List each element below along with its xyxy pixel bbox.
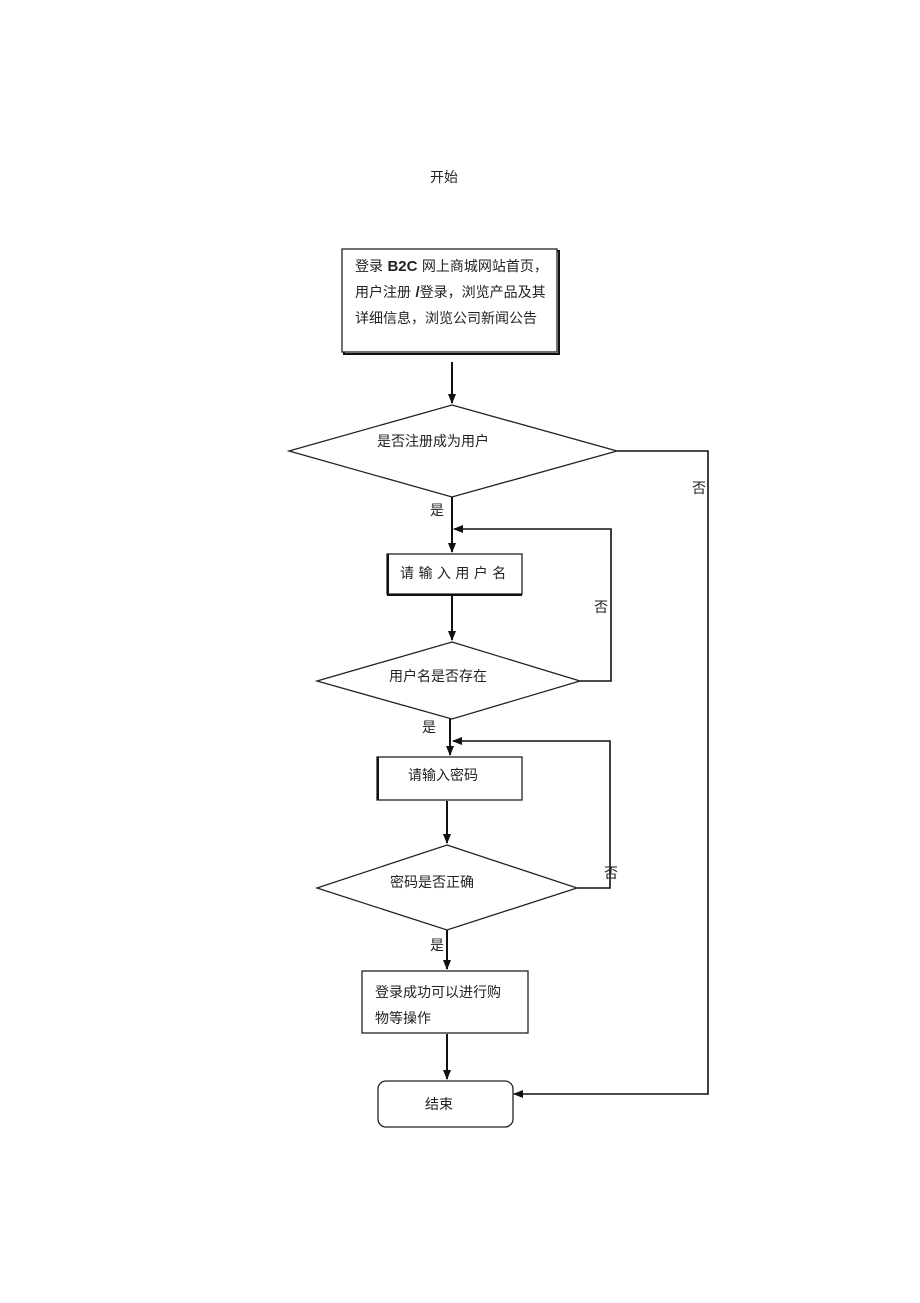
decision-username-diamond xyxy=(314,641,583,720)
username-label: 请 输 入 用 户 名 xyxy=(400,566,507,582)
end-terminal xyxy=(377,1080,514,1128)
edge-username-no-loop xyxy=(453,525,612,682)
password-label: 请输入密码 xyxy=(408,768,478,784)
homepage-text-b2c: B2C xyxy=(387,258,418,275)
end-label: 结束 xyxy=(425,1097,453,1113)
login-success-box xyxy=(361,970,529,1034)
edge-username-no-label: 否 xyxy=(594,600,608,616)
edge-registered-yes-label: 是 xyxy=(430,503,444,519)
edge-password-no-loop xyxy=(452,737,611,889)
start-label: 开始 xyxy=(430,170,458,186)
edge-registered-no-to-end xyxy=(513,450,709,1098)
homepage-text-part: 登录 xyxy=(355,259,388,275)
homepage-text: 登录 B2C 网上商城网站首页，用户注册 /登录，浏览产品及其详细信息，浏览公司… xyxy=(355,254,550,332)
edge-username-yes-label: 是 xyxy=(422,720,436,736)
decision-password-label: 密码是否正确 xyxy=(390,875,474,891)
homepage-text-part: 网上商城网站首页，用户注册 xyxy=(355,259,548,301)
decision-registered-label: 是否注册成为用户 xyxy=(377,434,489,450)
homepage-box xyxy=(341,248,558,353)
login-success-label: 登录成功可以进行购物等操作 xyxy=(375,985,501,1027)
decision-username-label: 用户名是否存在 xyxy=(389,669,487,685)
edge-registered-no-label: 否 xyxy=(692,481,706,497)
homepage-text-slash: / xyxy=(415,284,420,301)
edge-password-yes-label: 是 xyxy=(430,938,444,954)
password-box xyxy=(376,756,523,801)
edge-password-no-label: 否 xyxy=(604,866,618,882)
homepage-text-part: 登录，浏览产品及其详细信息，浏览公司新闻公告 xyxy=(355,285,546,327)
